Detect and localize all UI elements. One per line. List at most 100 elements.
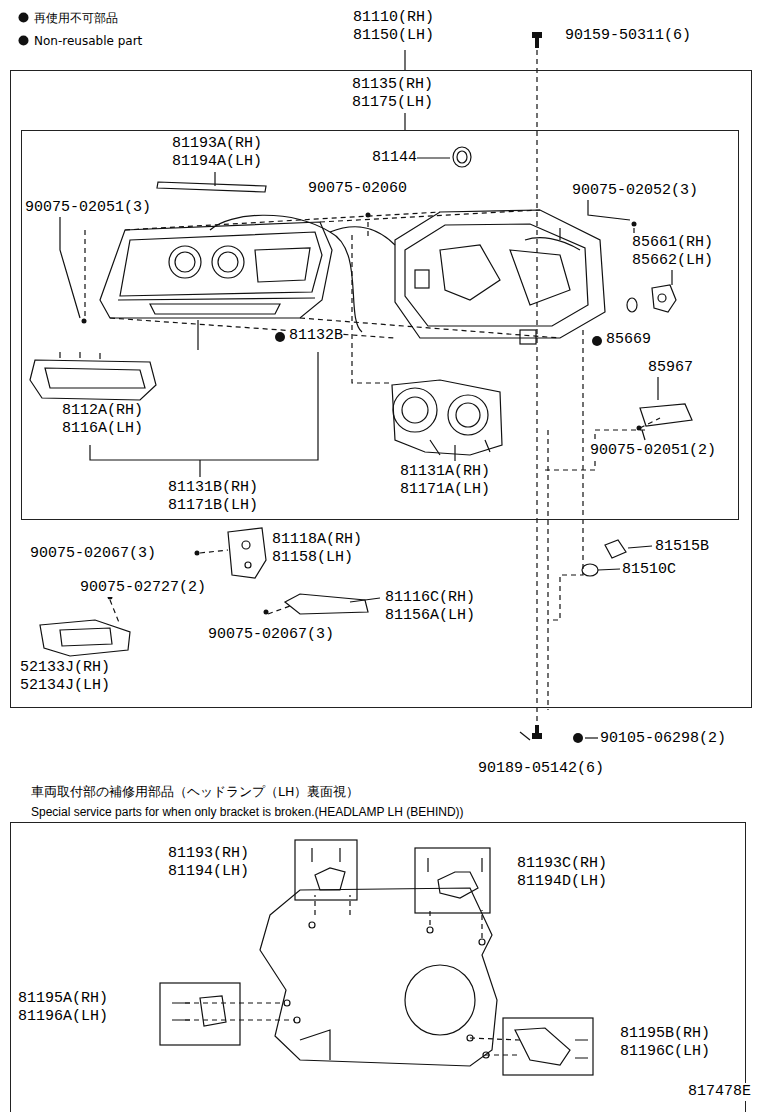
drawing-path — [367, 222, 368, 240]
drawing-path — [100, 222, 332, 318]
drawing-rect — [160, 983, 240, 1045]
drawing-circle — [467, 1035, 473, 1041]
rear-housing — [395, 210, 605, 344]
callout-number: 90075-02067(3) — [30, 545, 156, 563]
drawing-rect — [295, 840, 357, 900]
drawing-path — [598, 569, 620, 570]
drawing-path — [110, 600, 120, 625]
connector-85661 — [652, 285, 676, 312]
seal-85669 — [627, 298, 637, 312]
drawing-circle — [245, 562, 251, 568]
drawing-path — [515, 1028, 588, 1065]
callout-number: 90075-02051(3) — [25, 199, 151, 217]
drawing-path — [588, 200, 630, 220]
callout-number: 81144 — [372, 149, 417, 167]
drawing-circle — [264, 610, 269, 615]
drawing-path — [585, 737, 598, 738]
drawing-path — [285, 594, 368, 614]
drawing-path — [392, 380, 502, 455]
drawing-path — [30, 360, 156, 400]
drawing-circle — [632, 222, 637, 227]
drawing-path — [199, 460, 200, 477]
drawing-path — [118, 298, 315, 300]
drawing-path — [312, 848, 345, 890]
callout-number: 90189-05142(6) — [478, 760, 604, 778]
callout-number: 81131A(RH) 81171A(LH) — [400, 463, 493, 499]
wire-harness — [210, 215, 395, 332]
drawing-circle — [212, 246, 244, 278]
callout-number: 90075-02727(2) — [80, 579, 206, 597]
drawing-path — [60, 352, 100, 359]
drawing-path — [330, 227, 395, 245]
drawing-path — [520, 732, 530, 740]
assembly-number: 81110(RH) 81150(LH) — [353, 9, 437, 45]
callout-number: 90075-02052(3) — [572, 182, 698, 200]
callout-number: 85661(RH) 85662(LH) — [632, 234, 716, 270]
drawing-circle — [82, 319, 87, 324]
section-heading: 車両取付部の補修用部品（ヘッドランプ（LH）裏面視） — [31, 783, 359, 801]
drawing-path — [260, 888, 497, 1066]
drawing-path — [395, 210, 605, 338]
callout-number: 81132B — [289, 327, 343, 345]
drawing-path — [84, 230, 85, 318]
drawing-circle — [275, 332, 285, 342]
assembly-number: 81135(RH) 81175(LH) — [352, 76, 436, 112]
drawing-circle — [456, 403, 480, 427]
callout-number: 90075-02051(2) — [590, 442, 716, 460]
drawing-path — [110, 318, 395, 338]
drawing-circle — [402, 397, 428, 423]
drawing-circle — [366, 213, 371, 218]
bracket-81116c — [285, 594, 368, 614]
callout-number: 52133J(RH) 52134J(LH) — [20, 659, 113, 695]
drawing-path — [404, 113, 405, 130]
drawing-path — [428, 858, 482, 898]
drawing-circle — [19, 36, 29, 46]
drawing-path — [547, 430, 548, 710]
drawing-path — [430, 440, 490, 455]
screws — [82, 32, 642, 743]
drawing-path — [45, 368, 145, 388]
callout-number: 817478E — [688, 1083, 751, 1101]
drawing-path — [320, 210, 540, 222]
bracket-52133j — [40, 620, 130, 656]
callout-number: 90159-50311(6) — [565, 27, 691, 45]
drawing-path — [197, 320, 198, 350]
drawing-circle — [169, 246, 201, 278]
frame-box: 車両取付部の補修用部品（ヘッドランプ（LH）裏面視）Special servic… — [10, 822, 746, 1112]
drawing-path — [352, 235, 392, 383]
drawing-rect — [535, 38, 539, 48]
callout-number: 81515B — [655, 538, 709, 556]
legend-dot — [18, 12, 29, 23]
callout-number: 85669 — [606, 331, 651, 349]
callout-number: 81193(RH) 81194(LH) — [168, 845, 252, 881]
bulb-socket — [582, 540, 626, 576]
drawing-circle — [637, 426, 642, 431]
drawing-rect — [520, 330, 536, 344]
drawing-path — [605, 540, 626, 558]
callout-number: 81193A(RH) 81194A(LH) — [172, 135, 265, 171]
callout-number: 81116C(RH) 81156A(LH) — [385, 589, 478, 625]
drawing-path — [185, 1002, 285, 1003]
drawing-circle — [284, 1000, 290, 1006]
drawing-circle — [405, 965, 475, 1035]
callout-number: 81193C(RH) 81194D(LH) — [517, 855, 610, 891]
drawing-path — [125, 212, 440, 230]
drawing-path — [454, 445, 455, 461]
callout-leaders — [60, 50, 672, 740]
callout-number: 90075-02067(3) — [208, 626, 334, 644]
bracket-81118a — [228, 528, 266, 578]
gasket-strip — [157, 182, 266, 192]
drawing-circle — [573, 733, 583, 743]
callout-number: 85967 — [648, 359, 693, 377]
drawing-rect — [415, 270, 429, 288]
legend-text: 再使用不可部品 — [34, 11, 118, 25]
drawing-path — [300, 1030, 330, 1060]
drawing-path — [255, 248, 310, 282]
legend-row: 再使用不可部品 — [18, 10, 118, 26]
legend-dot — [18, 35, 29, 46]
drawing-path — [559, 228, 560, 240]
legend-text: Non-reusable part — [34, 34, 142, 48]
drawing-circle — [592, 336, 602, 346]
drawing-path — [640, 404, 692, 426]
callout-number: 8112A(RH) 8116A(LH) — [62, 402, 146, 438]
